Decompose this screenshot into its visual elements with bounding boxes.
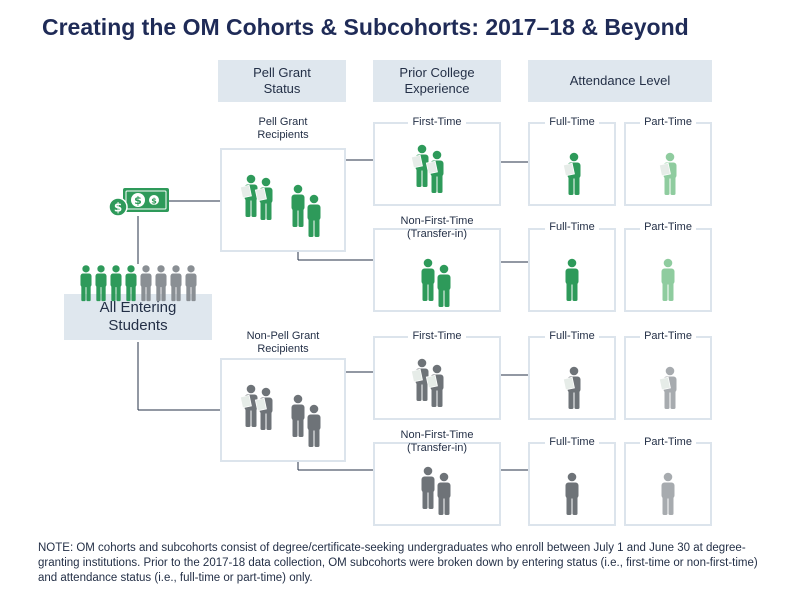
person-icon [565,258,579,301]
person-with-document-icon [563,153,580,195]
pell-recipients-box [220,148,346,252]
full-time-label: Full-Time [545,436,599,449]
page-title: Creating the OM Cohorts & Subcohorts: 20… [42,14,689,40]
nonpell-transfer-icon [421,466,451,515]
svg-text:$: $ [114,201,122,215]
person-with-document-icon [659,153,676,195]
full-time-label: Full-Time [545,330,599,343]
pell-first-time-icon [411,145,443,193]
nonpell-non-first-time-box [373,442,501,526]
person-icon [661,258,675,301]
person-icon [661,472,675,515]
pell-group-icon [240,175,321,237]
person-icon [565,472,579,515]
nonpell-group-icon [240,385,321,447]
part-time-label: Part-Time [640,221,696,234]
part-time-label: Part-Time [640,330,696,343]
pell-non-first-time-label: Non-First-Time(Transfer-in) [373,215,501,241]
person-with-document-icon [659,367,676,409]
part-time-label: Part-Time [640,116,696,129]
pell-first-time-box [373,122,501,206]
pell-first-time-label: First-Time [373,116,501,129]
money-icon: $ [108,187,170,217]
header-attendance-level: Attendance Level [528,60,712,102]
person-with-document-icon [563,367,580,409]
nonpell-first-time-label: First-Time [373,330,501,343]
full-time-label: Full-Time [545,221,599,234]
pell-non-first-time-box [373,228,501,312]
all-entering-students: All Entering Students [64,294,212,340]
non-pell-recipients-box [220,358,346,462]
footnote: NOTE: OM cohorts and subcohorts consist … [38,542,758,584]
nonpell-first-time-icon [411,359,443,407]
full-time-label: Full-Time [545,116,599,129]
part-time-label: Part-Time [640,436,696,449]
nonpell-non-first-time-label: Non-First-Time(Transfer-in) [373,429,501,455]
crowd-icon [80,265,197,302]
pell-transfer-icon [421,258,451,307]
